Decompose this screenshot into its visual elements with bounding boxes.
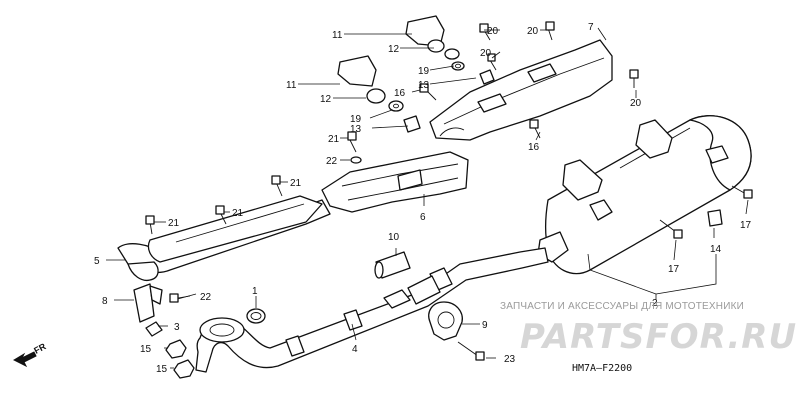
watermark-logo: PARTSFOR.RU: [520, 317, 798, 357]
gasket-part: [246, 308, 266, 324]
callout-12-upper: 12: [388, 44, 400, 55]
cap-14-part: [707, 209, 723, 227]
callout-19-lower: 19: [350, 114, 362, 125]
heat-protector-part: [321, 151, 469, 213]
bracket-8-part: [133, 283, 163, 323]
callout-15-lower: 15: [156, 364, 168, 375]
callout-6: 6: [420, 212, 426, 223]
callout-14: 14: [710, 244, 722, 255]
callout-7: 7: [588, 22, 594, 33]
callout-17-lower: 17: [668, 264, 680, 275]
callout-3: 3: [174, 322, 180, 333]
callout-12-lower: 12: [320, 94, 332, 105]
callout-11-upper: 11: [332, 30, 343, 41]
callout-21-lower: 21: [232, 208, 244, 219]
callout-8: 8: [102, 296, 108, 307]
callout-20-middle: 20: [480, 48, 492, 59]
callout-16-left: 16: [394, 88, 406, 99]
front-pipe-part: [117, 195, 331, 282]
callout-20-top-left: 20: [487, 26, 499, 37]
leader-lines: [106, 27, 749, 369]
mount-rubber-upper: [405, 15, 495, 85]
diagram-code: HM7A—F2200: [572, 363, 633, 374]
callout-16-right: 16: [528, 142, 540, 153]
callout-9: 9: [482, 320, 488, 331]
callout-21-top: 21: [328, 134, 340, 145]
callout-17-right: 17: [740, 220, 752, 231]
callout-5: 5: [94, 256, 100, 267]
nut-3-part: [145, 321, 163, 337]
callout-13-lower: 13: [350, 124, 362, 135]
exhaust-pipe-part: [195, 247, 549, 373]
callout-20-right: 20: [630, 98, 642, 109]
clamp-9-part: [428, 301, 463, 341]
callout-21-left: 21: [168, 218, 180, 229]
bolt-parts: [145, 21, 753, 361]
callout-21-middle: 21: [290, 178, 302, 189]
callout-11-lower: 11: [286, 80, 297, 91]
callout-1: 1: [252, 286, 258, 297]
callout-19-upper: 19: [418, 66, 430, 77]
callout-23: 23: [504, 354, 516, 365]
callout-labels: 11 12 19 13 11 12 16 19 13 16 7 20 20 20…: [94, 22, 752, 375]
callout-18: 22: [326, 156, 338, 167]
callout-15-upper: 15: [140, 344, 152, 355]
callout-2: 2: [652, 298, 658, 309]
front-direction-arrow: FR: [12, 341, 48, 368]
joint-pipe-10-part: [374, 251, 411, 279]
callout-10: 10: [388, 232, 400, 243]
callout-4: 4: [352, 344, 358, 355]
watermark-caption: ЗАПЧАСТИ И АКСЕССУАРЫ ДЛЯ МОТОТЕХНИКИ: [500, 301, 745, 312]
muffler-part: [537, 115, 752, 275]
callout-13-upper: 13: [418, 80, 430, 91]
nut-15-parts: [165, 339, 195, 379]
callout-20-top-right: 20: [527, 26, 539, 37]
upper-heat-shield-part: [429, 39, 613, 141]
callout-22: 22: [200, 292, 212, 303]
mount-rubber-lower: [337, 55, 421, 133]
joint-pipe-clamp: [407, 275, 441, 305]
